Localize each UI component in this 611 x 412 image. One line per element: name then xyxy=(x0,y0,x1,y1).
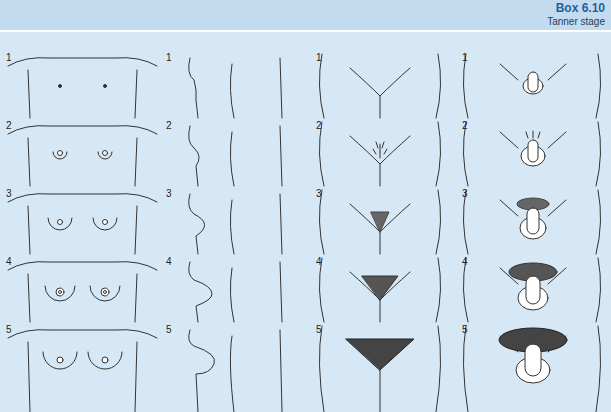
stage-row xyxy=(8,122,601,186)
header-band xyxy=(0,0,611,30)
nipple xyxy=(59,291,62,294)
stage-number: 2 xyxy=(6,120,12,131)
stage-number: 3 xyxy=(166,188,172,199)
header-rule xyxy=(0,30,611,32)
breast-contour xyxy=(45,286,120,301)
pubic-hair xyxy=(346,339,414,370)
stage-row xyxy=(8,326,601,412)
stage-number: 4 xyxy=(316,256,322,267)
stage-number: 4 xyxy=(166,256,172,267)
pelvis-outline xyxy=(319,258,440,322)
nipple xyxy=(104,291,107,294)
torso-outline xyxy=(8,330,157,412)
stage-number: 5 xyxy=(316,324,322,335)
box-subtitle: Tanner stage xyxy=(547,16,605,27)
genital-outline xyxy=(528,140,538,162)
profile-outline xyxy=(189,330,282,412)
profile-outline xyxy=(189,58,282,118)
stage-number: 2 xyxy=(462,120,468,131)
nipple xyxy=(58,220,63,225)
genital-outline xyxy=(527,208,539,234)
pubic-hair xyxy=(526,131,540,138)
pelvis-outline xyxy=(319,190,440,254)
pelvis-outline xyxy=(463,122,600,186)
nipple xyxy=(58,151,63,156)
stage-number: 3 xyxy=(462,188,468,199)
nipple xyxy=(103,151,108,156)
profile-outline xyxy=(189,194,282,254)
pelvis-outline xyxy=(319,122,440,186)
pelvis-outline xyxy=(319,326,440,412)
pubic-hair xyxy=(362,276,398,300)
pelvis-outline xyxy=(319,54,440,118)
pelvis-outline xyxy=(463,190,600,254)
stage-row xyxy=(8,258,601,322)
nipple xyxy=(102,357,108,363)
pelvis-outline xyxy=(463,326,600,412)
stage-number: 1 xyxy=(166,52,172,63)
stage-row xyxy=(8,54,601,118)
breast-contour xyxy=(43,352,122,369)
torso-outline xyxy=(8,194,157,254)
torso-outline xyxy=(8,126,157,186)
nipple xyxy=(104,85,107,88)
stage-number: 5 xyxy=(462,324,468,335)
pelvis-outline xyxy=(463,258,600,322)
nipple xyxy=(103,220,108,225)
stage-number: 3 xyxy=(6,188,12,199)
stage-number: 4 xyxy=(6,256,12,267)
stage-number: 1 xyxy=(316,52,322,63)
nipple xyxy=(59,85,62,88)
stage-number: 5 xyxy=(166,324,172,335)
stage-number: 1 xyxy=(6,52,12,63)
profile-outline xyxy=(189,262,282,322)
pubic-hair xyxy=(373,142,387,158)
stage-number: 1 xyxy=(462,52,468,63)
breast-contour xyxy=(48,218,117,230)
genital-outline xyxy=(528,72,538,92)
stage-number: 5 xyxy=(6,324,12,335)
box-title: Box 6.10 xyxy=(556,1,605,15)
nipple xyxy=(57,357,63,363)
torso-outline xyxy=(8,262,157,322)
torso-outline xyxy=(8,58,157,118)
stage-number: 4 xyxy=(462,256,468,267)
stage-number: 2 xyxy=(166,120,172,131)
genital-outline xyxy=(526,276,540,304)
pubic-hair xyxy=(371,212,389,232)
genital-outline xyxy=(525,344,541,376)
stage-number: 2 xyxy=(316,120,322,131)
stage-number: 3 xyxy=(316,188,322,199)
areola xyxy=(101,288,109,296)
pelvis-outline xyxy=(463,54,600,118)
stage-row xyxy=(8,190,601,254)
profile-outline xyxy=(189,126,282,186)
areola xyxy=(56,288,64,296)
